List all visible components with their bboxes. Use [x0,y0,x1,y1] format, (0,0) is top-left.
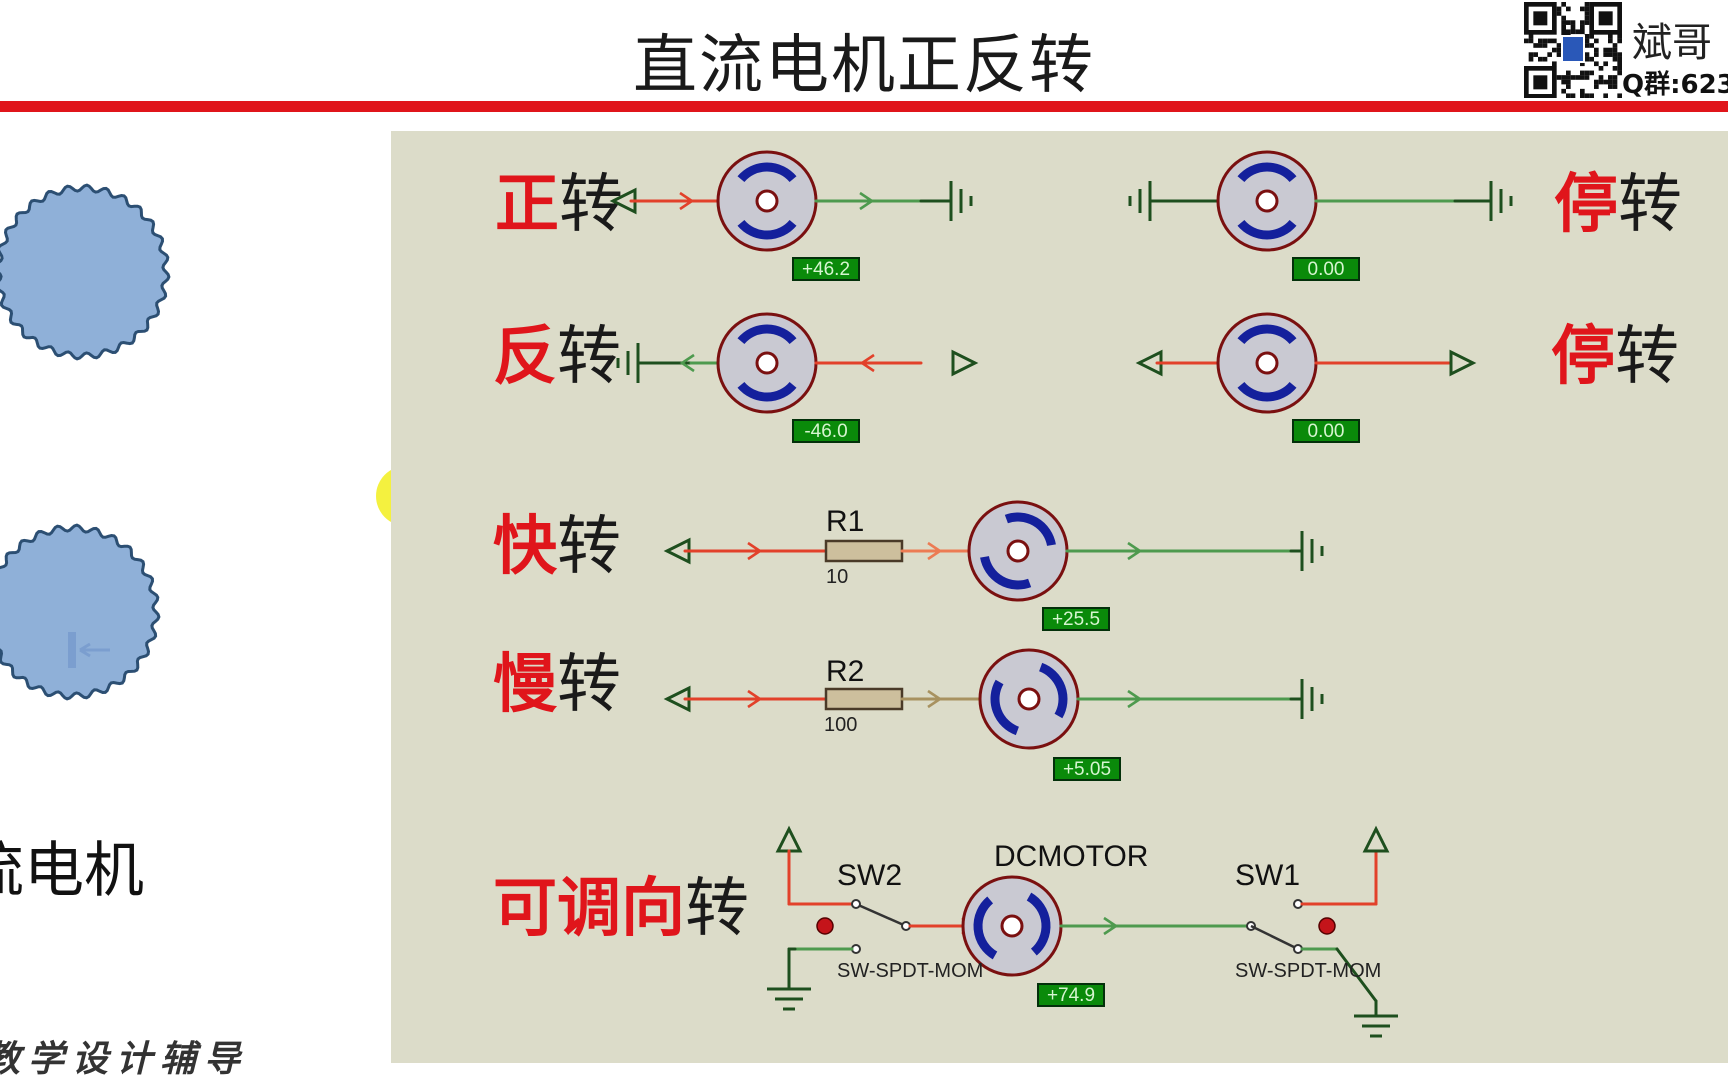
circuit-wires [609,150,1513,1038]
current-arrow-icon [859,191,875,211]
motor-pole [973,896,998,960]
current-arrow-icon [1127,689,1143,709]
motor-shaft [1255,351,1279,375]
switch-sw1-name: SW1 [1235,859,1301,892]
motor-shaft [1017,687,1041,711]
switch-sw2-name: SW2 [837,859,903,892]
switch-button [1318,917,1336,935]
motor-pole [990,679,1020,736]
resistor-r2-name: R2 [826,655,865,688]
current-arrow-icon [1127,541,1143,561]
current-arrow-icon [747,689,763,709]
label-fast: 快转 [493,509,621,584]
title-divider [0,101,1728,112]
gear-outline-top [0,183,171,361]
motor-pole [1237,381,1297,402]
motor-shaft [755,351,779,375]
switch-sw2-type: SW-SPDT-MOM [837,960,984,982]
brand-name: 斌哥 [1632,20,1712,66]
motor-shaft [1255,189,1279,213]
terminal-arrow-icon [1449,349,1477,377]
label-adjustable: 可调向转 [493,872,749,946]
terminal-arrow-up-icon [1362,825,1390,853]
current-arrow-icon [927,689,943,709]
current-arrow-icon [927,541,943,561]
label-stop-bottom: 停转 [1551,319,1679,394]
motor-shaft [1006,539,1030,563]
qr-code-icon [1524,2,1622,98]
motor-pole [1038,662,1068,719]
readout-forward: +46.2 [792,257,860,281]
current-arrow-icon [679,191,695,211]
readout-reverse: -46.0 [792,419,860,443]
resistor-r2-value: 100 [824,714,858,736]
readout-fast: +25.5 [1042,607,1110,631]
resistor-r1-name: R1 [826,505,865,538]
terminal-arrow-up-icon [775,825,803,853]
motor-pole [980,555,1032,590]
switch-contact [851,899,861,909]
motor-pole [737,219,797,240]
label-reverse: 反转 [493,319,621,394]
readout-slow: +5.05 [1053,757,1121,781]
current-arrow-icon [1103,916,1119,936]
readout-adjustable: +74.9 [1037,983,1105,1007]
readout-stop-top: 0.00 [1292,257,1360,281]
motor-pole [737,324,797,345]
motor-pole [1004,512,1056,547]
footer-watermark: 教学设计辅导 [0,1038,249,1080]
motor-name: DCMOTOR [994,840,1149,873]
motor-pole [1237,162,1297,183]
wire-segment [1335,947,1378,1003]
label-forward: 正转 [495,167,623,242]
motor-pole [737,381,797,402]
left-caption: 流电机 [0,836,144,906]
gear-outline-bottom [0,523,161,701]
arrow-left-icon [79,642,110,658]
circuit-diagram: 正转 停转 反转 停转 快转 慢转 可调向转 +46.2 0.00 -46.0 … [391,131,1728,1063]
motor-pole [1026,892,1051,956]
brand-group-id: Q群:623 [1622,70,1728,100]
switch-sw1-type: SW-SPDT-MOM [1235,960,1382,982]
switch-lever [855,902,907,928]
current-arrow-icon [679,353,695,373]
resistor-body [824,687,904,711]
readout-stop-bottom: 0.00 [1292,419,1360,443]
label-stop-top: 停转 [1554,167,1682,242]
motor-shaft [755,189,779,213]
motor-shaft [1000,914,1024,938]
gear-shaft [68,632,76,668]
motor-pole [737,162,797,183]
motor-pole [1237,324,1297,345]
slide-title: 直流电机正反转 [633,29,1095,103]
motor-pole [1237,219,1297,240]
label-slow: 慢转 [493,647,621,722]
current-arrow-icon [859,353,875,373]
switch-lever [1250,924,1299,951]
switch-button [816,917,834,935]
resistor-body [824,539,904,563]
terminal-arrow-icon [951,349,979,377]
left-illustration [0,183,171,701]
resistor-r1-value: 10 [826,566,849,588]
current-arrow-icon [747,541,763,561]
